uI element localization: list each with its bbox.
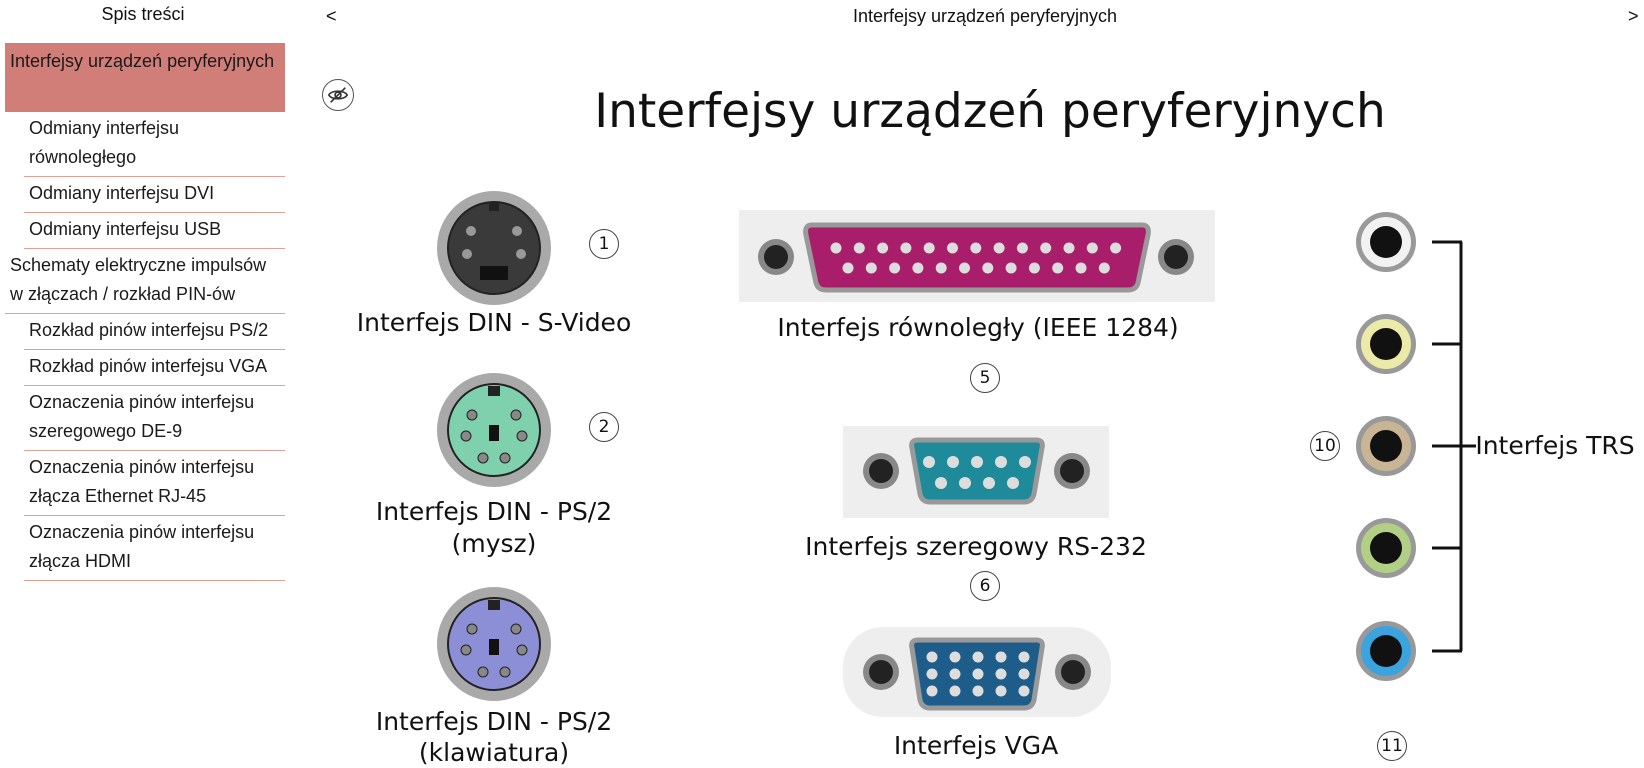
label-svideo: Interfejs DIN - S-Video bbox=[356, 308, 632, 337]
parallel-pin bbox=[993, 242, 1005, 254]
label-serial: Interfejs szeregowy RS-232 bbox=[805, 532, 1147, 561]
vga-pin bbox=[995, 685, 1007, 697]
vga-pin bbox=[949, 668, 961, 680]
parallel-pin bbox=[970, 242, 982, 254]
parallel-pin bbox=[877, 242, 889, 254]
vga-pin bbox=[995, 668, 1007, 680]
marker-6: 6 bbox=[970, 571, 1000, 601]
trs-jack-hole bbox=[1370, 226, 1402, 258]
parallel-pin bbox=[1110, 242, 1122, 254]
label-ps2-mouse-line1: Interfejs DIN - PS/2 bbox=[375, 497, 613, 526]
label-trs: Interfejs TRS bbox=[1475, 431, 1635, 460]
parallel-pin bbox=[1086, 242, 1098, 254]
vga-pin bbox=[995, 651, 1007, 663]
eye-slash-icon bbox=[327, 87, 349, 103]
marker-1: 1 bbox=[589, 229, 619, 259]
vga-pin bbox=[926, 651, 938, 663]
previous-page-button[interactable]: < bbox=[326, 6, 337, 26]
label-vga: Interfejs VGA bbox=[893, 731, 1059, 760]
parallel-pin bbox=[1028, 262, 1040, 274]
serial-pin bbox=[971, 456, 983, 468]
parallel-pin bbox=[923, 242, 935, 254]
toc-item-oznaczenia-hdmi[interactable]: Oznaczenia pinów interfejsu złącza HDMI bbox=[24, 516, 285, 581]
page-header-title: Interfejsy urządzeń peryferyjnych bbox=[852, 6, 1118, 26]
trs-jack-hole bbox=[1370, 532, 1402, 564]
serial-pin bbox=[995, 456, 1007, 468]
parallel-pin bbox=[842, 262, 854, 274]
trs-jack-hole bbox=[1370, 430, 1402, 462]
serial-pin bbox=[923, 456, 935, 468]
ps2-keyboard-connector bbox=[437, 587, 551, 701]
vga-pin bbox=[972, 651, 984, 663]
label-parallel: Interfejs równoległy (IEEE 1284) bbox=[777, 313, 1179, 342]
serial-pin bbox=[959, 477, 971, 489]
vga-pin bbox=[1018, 685, 1030, 697]
trs-jack-hole bbox=[1370, 635, 1402, 667]
serial-pin bbox=[935, 477, 947, 489]
parallel-pin bbox=[1075, 262, 1087, 274]
next-page-button[interactable]: > bbox=[1628, 6, 1639, 26]
main-title: Interfejsy urządzeń peryferyjnych bbox=[594, 84, 1386, 139]
parallel-pin bbox=[1016, 242, 1028, 254]
label-ps2-mouse-line2: (mysz) bbox=[451, 529, 537, 558]
parallel-connector bbox=[739, 210, 1215, 302]
trs-jack-hole bbox=[1370, 328, 1402, 360]
toc-item-oznaczenia-de9[interactable]: Oznaczenia pinów interfejsu szeregowego … bbox=[24, 386, 285, 451]
vga-pin bbox=[972, 668, 984, 680]
parallel-pin bbox=[947, 242, 958, 254]
vga-pin bbox=[1018, 651, 1030, 663]
toc-item-schematy[interactable]: Schematy elektryczne impulsów w złączach… bbox=[5, 249, 285, 314]
vga-pin bbox=[926, 685, 938, 697]
vga-pin bbox=[1018, 668, 1030, 680]
serial-pin bbox=[1019, 456, 1031, 468]
parallel-pin bbox=[1005, 262, 1017, 274]
toc-item-rozklad-ps2[interactable]: Rozkład pinów interfejsu PS/2 bbox=[24, 314, 285, 350]
label-ps2-keyboard-line1: Interfejs DIN - PS/2 bbox=[375, 707, 613, 736]
label-ps2-keyboard-line2: (klawiatura) bbox=[418, 738, 570, 767]
parallel-pin bbox=[865, 262, 877, 274]
parallel-pin bbox=[853, 242, 865, 254]
table-of-contents: Interfejsy urządzeń peryferyjnych Odmian… bbox=[5, 43, 285, 581]
toc-item-rozklad-vga[interactable]: Rozkład pinów interfejsu VGA bbox=[24, 350, 285, 386]
parallel-pin bbox=[889, 262, 901, 274]
serial-pin bbox=[1007, 477, 1019, 489]
sidebar: Spis treści Interfejsy urządzeń peryfery… bbox=[0, 0, 286, 768]
toc-item-odmiany-usb[interactable]: Odmiany interfejsu USB bbox=[24, 213, 285, 249]
serial-pin bbox=[947, 456, 959, 468]
ps2-mouse-connector bbox=[437, 373, 551, 487]
trs-jacks bbox=[1356, 212, 1476, 681]
vga-connector bbox=[843, 627, 1111, 717]
vga-pin bbox=[949, 685, 961, 697]
parallel-pin bbox=[1040, 242, 1052, 254]
toc-item-odmiany-rownoleglego[interactable]: Odmiany interfejsu równoległego bbox=[24, 112, 285, 177]
marker-10: 10 bbox=[1310, 431, 1340, 461]
parallel-pin bbox=[1098, 262, 1110, 274]
serial-pin bbox=[983, 477, 995, 489]
marker-11: 11 bbox=[1377, 731, 1407, 761]
marker-5: 5 bbox=[970, 363, 1000, 393]
parallel-pin bbox=[1052, 262, 1064, 274]
parallel-pin bbox=[982, 262, 994, 274]
sidebar-title: Spis treści bbox=[101, 4, 185, 24]
marker-2: 2 bbox=[589, 412, 619, 442]
parallel-pin bbox=[959, 262, 970, 274]
parallel-pin bbox=[830, 242, 842, 254]
parallel-pin bbox=[1063, 242, 1075, 254]
svideo-connector bbox=[437, 191, 551, 305]
vga-pin bbox=[926, 668, 938, 680]
vga-pin bbox=[949, 651, 961, 663]
vga-pin bbox=[972, 685, 984, 697]
serial-connector bbox=[843, 426, 1109, 518]
toc-item-oznaczenia-rj45[interactable]: Oznaczenia pinów interfejsu złącza Ether… bbox=[24, 451, 285, 516]
toc-item-odmiany-dvi[interactable]: Odmiany interfejsu DVI bbox=[24, 177, 285, 213]
hide-sidebar-button[interactable] bbox=[322, 79, 354, 111]
parallel-pin bbox=[935, 262, 947, 274]
parallel-pin bbox=[912, 262, 924, 274]
toc-item-interfejsy[interactable]: Interfejsy urządzeń peryferyjnych bbox=[5, 43, 285, 112]
parallel-pin bbox=[900, 242, 912, 254]
